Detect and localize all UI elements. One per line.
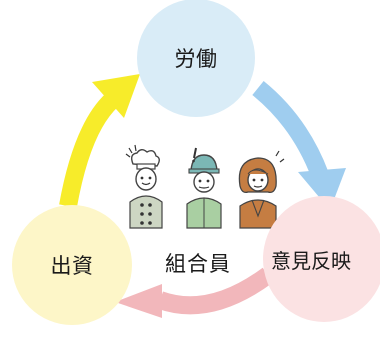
woman-icon [238, 150, 285, 229]
arrow-invest-to-labor [59, 74, 140, 208]
arrow-opinion-to-invest [115, 267, 274, 318]
node-labor-label: 労働 [174, 47, 218, 71]
node-invest-label: 出資 [50, 254, 94, 278]
center-label: 組合員 [165, 252, 231, 276]
chef-icon [125, 144, 163, 229]
node-labor: 労働 [137, 0, 255, 117]
worker-icon [186, 147, 222, 229]
node-opinion: 意見反映 [263, 196, 380, 322]
node-invest: 出資 [12, 205, 132, 325]
node-opinion-label: 意見反映 [271, 248, 351, 273]
